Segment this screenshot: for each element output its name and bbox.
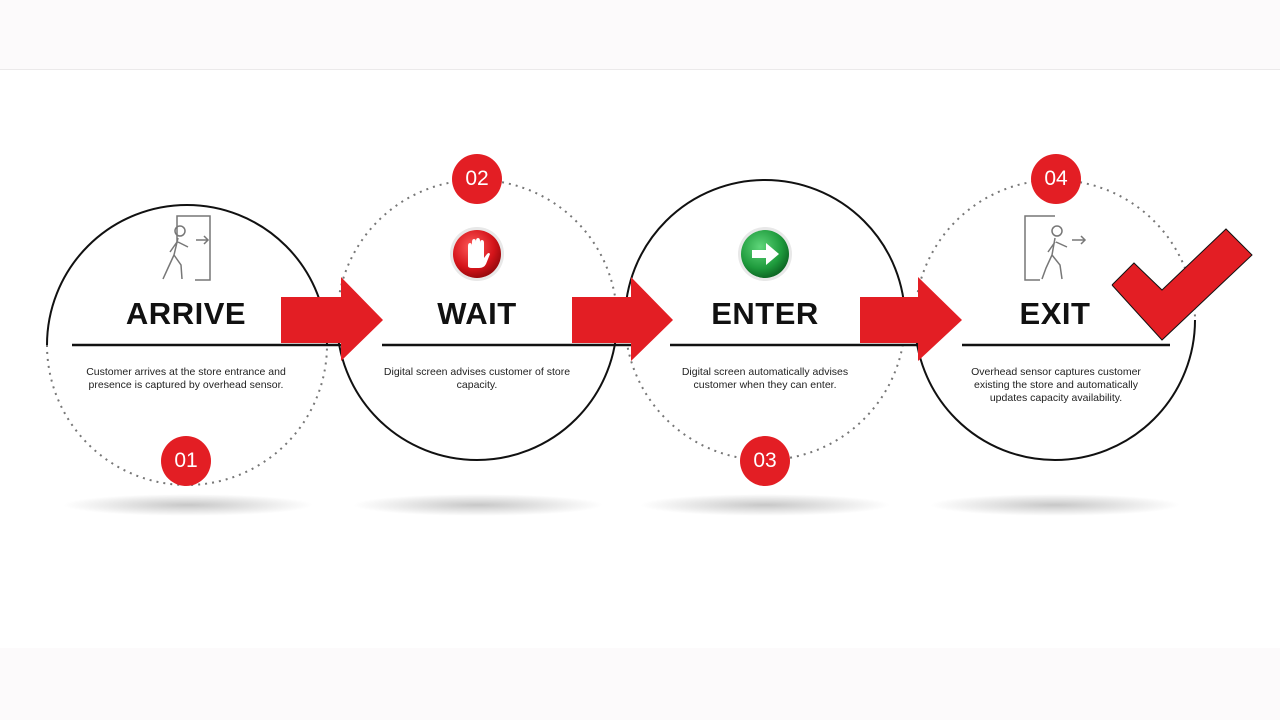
step-number-badge: 04 <box>1031 154 1081 204</box>
circle-2-solid <box>336 319 618 461</box>
stop-hand-icon <box>450 227 504 281</box>
top-bar <box>0 0 1280 70</box>
step-description: Customer arrives at the store entrance a… <box>86 366 286 391</box>
step-description: Overhead sensor captures customer existi… <box>971 366 1141 404</box>
circle-1-dotted <box>46 344 328 486</box>
arrow-3-to-4 <box>860 277 962 361</box>
shadow-2 <box>353 494 603 516</box>
circle-3-dotted <box>624 319 906 461</box>
bottom-bar <box>0 648 1280 720</box>
step-number-badge: 02 <box>452 154 502 204</box>
circle-1-solid <box>46 204 328 346</box>
circle-2-dotted <box>336 179 618 321</box>
shadow-4 <box>930 494 1180 516</box>
step-title: WAIT <box>437 296 517 331</box>
circle-4-solid <box>914 319 1196 461</box>
arrow-1-to-2 <box>281 277 383 361</box>
person-entering-door-icon <box>162 215 211 281</box>
step-number-badge: 03 <box>740 436 790 486</box>
circle-4-dotted <box>914 179 1196 321</box>
arrow-2-to-3 <box>572 277 673 361</box>
go-arrow-icon <box>738 227 792 281</box>
step-number-badge: 01 <box>161 436 211 486</box>
step-title: EXIT <box>1019 296 1091 331</box>
circle-3-solid <box>624 179 906 321</box>
step-title: ARRIVE <box>125 296 247 331</box>
shadow-1 <box>63 494 313 516</box>
step-description: Digital screen automatically advises cus… <box>681 366 849 391</box>
step-description: Digital screen advises customer of store… <box>383 366 571 391</box>
checkmark-icon <box>1112 229 1252 340</box>
person-exiting-door-icon <box>1024 215 1087 281</box>
shadow-3 <box>640 494 890 516</box>
checkmark-outline <box>1111 228 1253 341</box>
step-title: ENTER <box>711 296 819 331</box>
